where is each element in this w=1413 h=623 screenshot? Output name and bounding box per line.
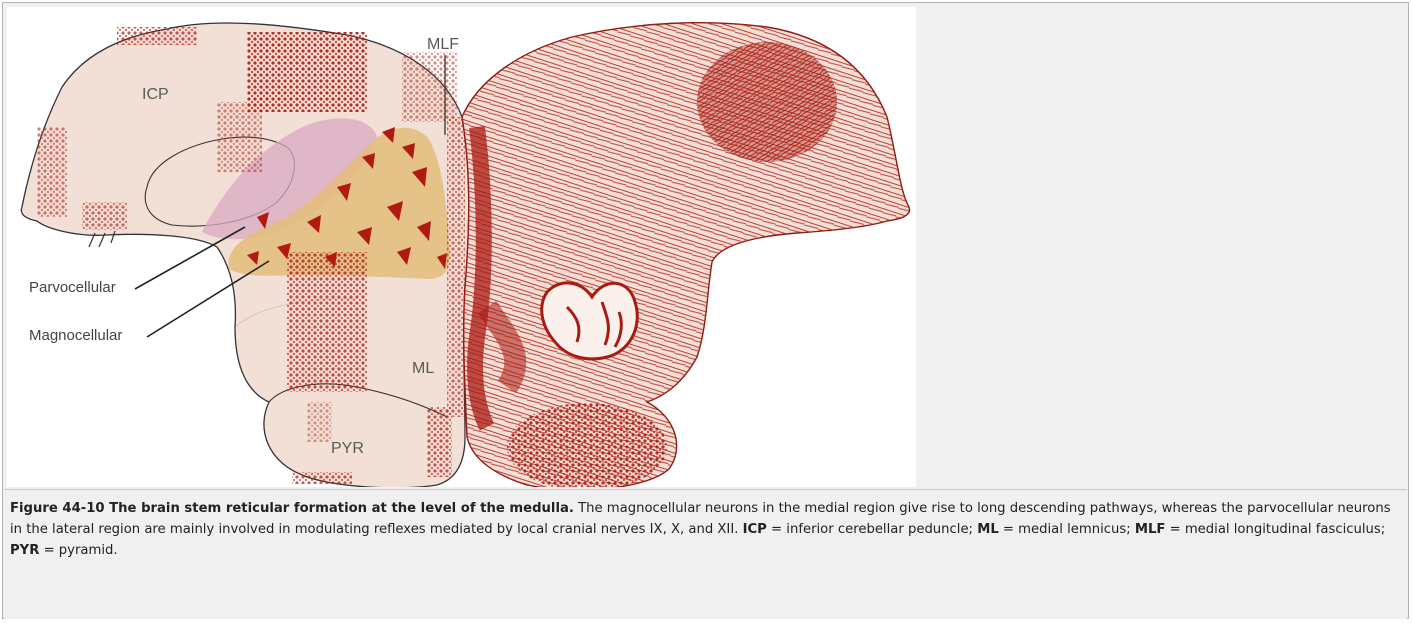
label-magnocellular: Magnocellular bbox=[29, 327, 122, 344]
abbr-mlf: MLF bbox=[1135, 522, 1166, 537]
figure-image: ICP MLF ML PYR Parvocellular Magnocellul… bbox=[7, 7, 916, 487]
label-mlf: MLF bbox=[427, 36, 459, 53]
abbr-pyr-def: = pyramid. bbox=[39, 543, 117, 558]
medulla-section-illustration: ICP MLF ML PYR Parvocellular Magnocellul… bbox=[7, 7, 916, 487]
label-parvocellular: Parvocellular bbox=[29, 279, 116, 296]
abbr-ml-def: = medial lemnicus; bbox=[999, 522, 1135, 537]
caption-cell: Figure 44-10 The brain stem reticular fo… bbox=[4, 489, 1407, 619]
abbr-pyr: PYR bbox=[10, 543, 39, 558]
abbr-icp-def: = inferior cerebellar peduncle; bbox=[767, 522, 977, 537]
abbr-mlf-def: = medial longitudinal fasciculus; bbox=[1165, 522, 1385, 537]
caption-title: Figure 44-10 The brain stem reticular fo… bbox=[10, 501, 574, 516]
abbr-icp: ICP bbox=[743, 522, 767, 537]
abbr-ml: ML bbox=[977, 522, 999, 537]
label-pyr: PYR bbox=[331, 440, 364, 457]
label-ml: ML bbox=[412, 360, 434, 377]
label-icp: ICP bbox=[142, 86, 169, 103]
figure-caption: Figure 44-10 The brain stem reticular fo… bbox=[10, 498, 1395, 561]
